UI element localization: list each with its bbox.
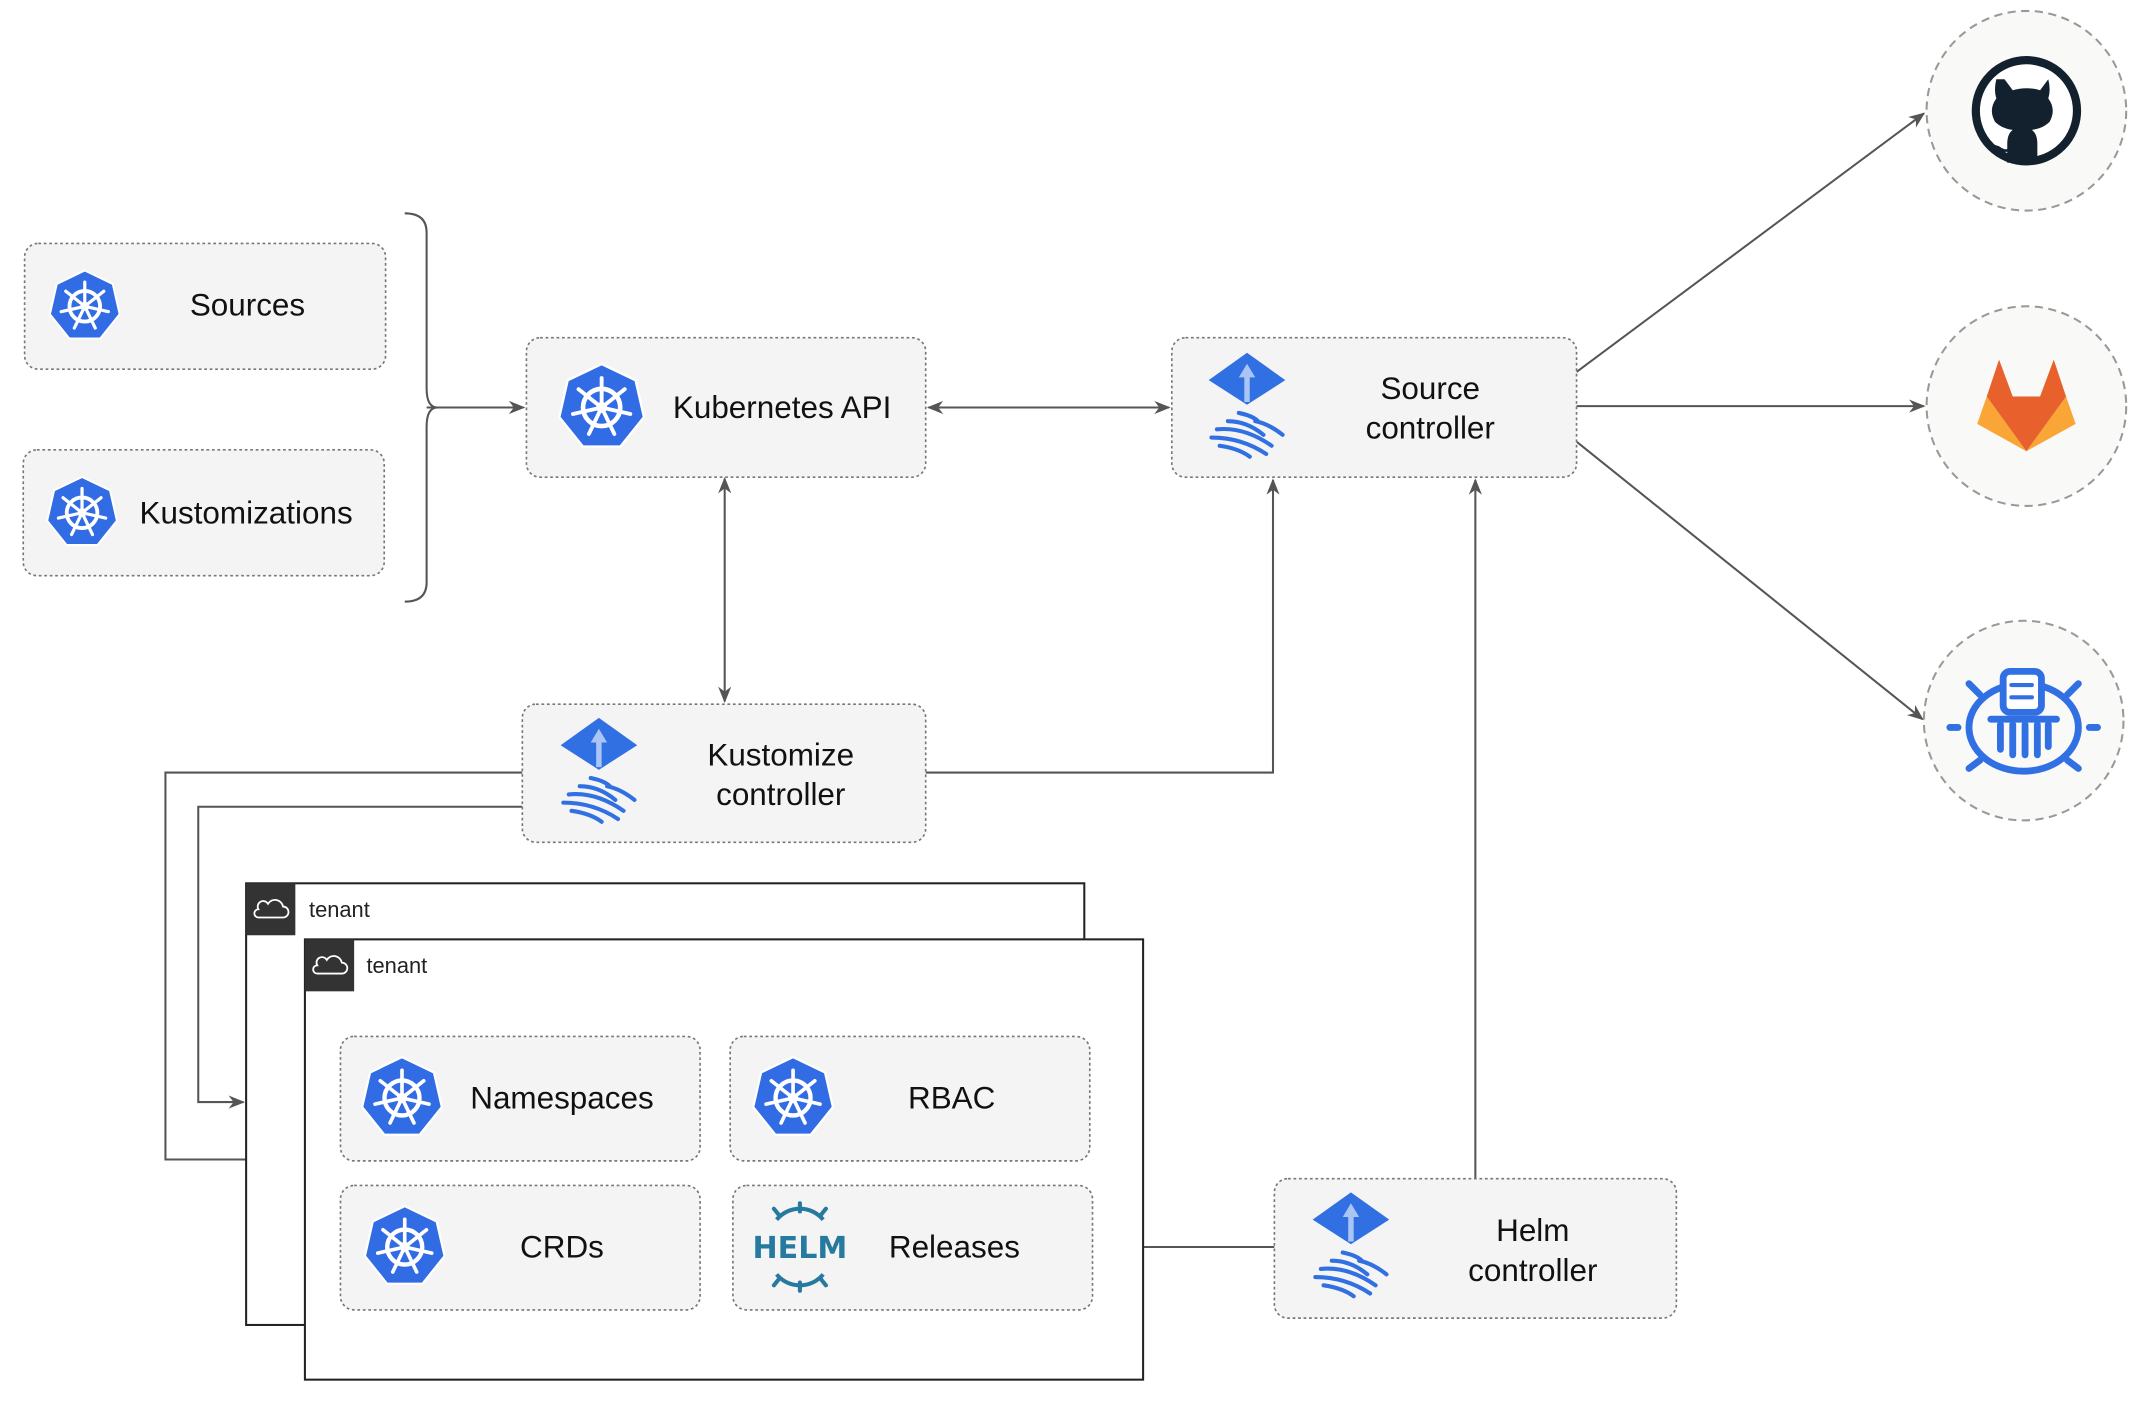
github-source[interactable]	[1925, 9, 2128, 212]
kustomize-controller-node[interactable]: Kustomize controller	[521, 703, 927, 844]
tenant-label: tenant	[309, 897, 370, 922]
crds-node[interactable]: CRDs	[339, 1184, 701, 1311]
tenant-front: tenant Namespaces RBAC CRDs HELM	[303, 938, 1145, 1381]
cloud-icon	[312, 955, 349, 975]
sources-label: Sources	[190, 287, 305, 322]
edge-source-to-github	[1575, 112, 1926, 373]
harbor-source[interactable]	[1922, 619, 2125, 822]
crds-label: CRDs	[520, 1230, 604, 1265]
source-controller-label-line1: Source	[1380, 371, 1480, 406]
kubernetes-api-label: Kubernetes API	[673, 390, 891, 425]
helm-controller-node[interactable]: Helm controller	[1273, 1177, 1678, 1319]
releases-label: Releases	[889, 1230, 1020, 1265]
rbac-label: RBAC	[908, 1080, 995, 1115]
helm-icon: HELM	[752, 1201, 847, 1293]
kustomizations-label: Kustomizations	[140, 495, 353, 530]
namespaces-node[interactable]: Namespaces	[339, 1035, 701, 1162]
github-icon	[1971, 56, 2082, 166]
namespaces-label: Namespaces	[470, 1080, 653, 1115]
helm-controller-label-line1: Helm	[1496, 1213, 1569, 1248]
edges	[164, 112, 1926, 1254]
cloud-icon	[253, 899, 290, 919]
source-controller-label-line2: controller	[1366, 410, 1495, 445]
kustomizations-node[interactable]: Kustomizations	[22, 449, 386, 577]
kustomize-controller-label-line1: Kustomize	[707, 737, 854, 772]
rbac-node[interactable]: RBAC	[729, 1035, 1091, 1162]
kustomize-controller-label-line2: controller	[716, 777, 845, 812]
harbor-icon	[1946, 667, 2101, 775]
gitlab-icon	[1977, 359, 2076, 452]
edge-kustomize-to-tenant-back	[197, 805, 523, 1109]
helm-controller-label-line2: controller	[1468, 1253, 1597, 1288]
sources-node[interactable]: Sources	[23, 242, 387, 371]
edge-kustomize-to-source	[925, 478, 1280, 774]
kubernetes-api-node[interactable]: Kubernetes API	[525, 336, 927, 479]
gitlab-source[interactable]	[1925, 305, 2128, 507]
tenant-label: tenant	[366, 953, 427, 978]
source-controller-node[interactable]: Source controller	[1170, 336, 1578, 479]
releases-node[interactable]: HELM Releases	[732, 1184, 1094, 1311]
edge-source-to-harbor	[1575, 440, 1924, 721]
edge-kustomize-to-tenant-front	[164, 771, 523, 1167]
helm-logo-text: HELM	[752, 1231, 847, 1266]
